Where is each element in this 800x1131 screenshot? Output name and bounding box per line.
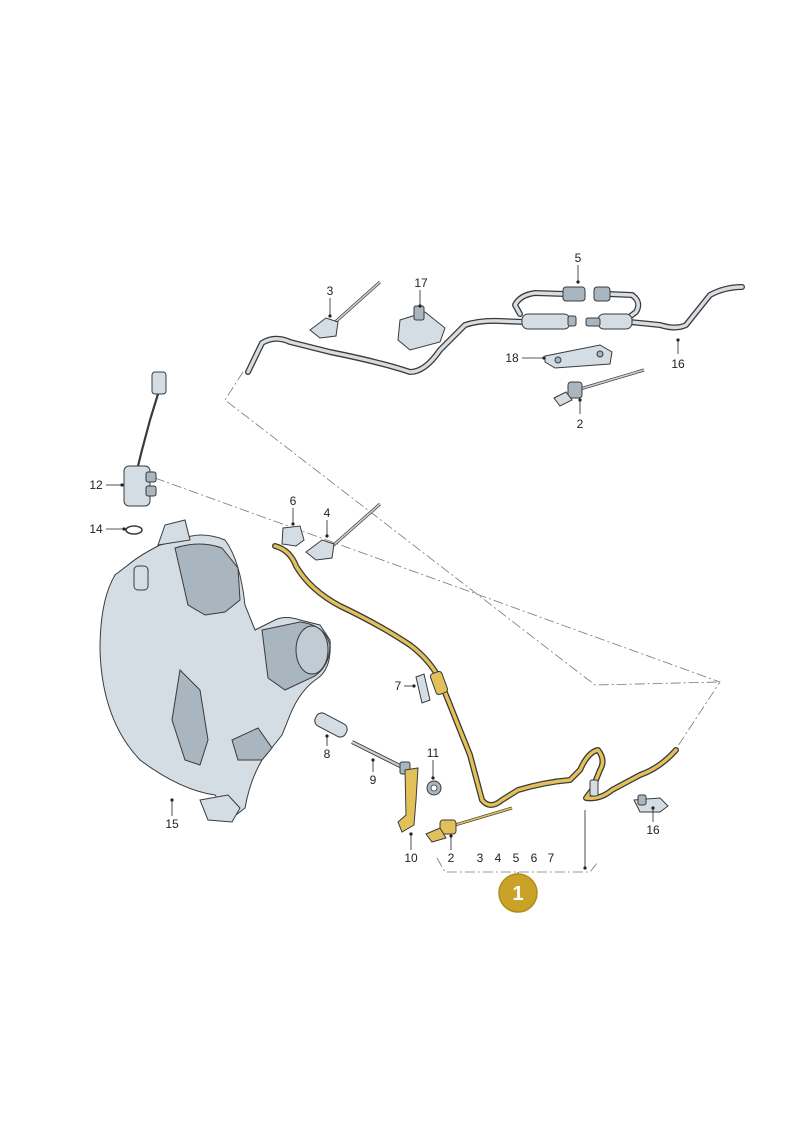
callout-18: 18 <box>505 351 519 365</box>
callout-15: 15 <box>165 817 179 831</box>
callout-2-top: 2 <box>577 417 584 431</box>
clip-6 <box>281 525 305 547</box>
callout-7: 7 <box>395 679 402 693</box>
callout-9: 9 <box>370 773 377 787</box>
callout-16-top: 16 <box>671 357 685 371</box>
callout-3-top: 3 <box>327 284 334 298</box>
bracket-17 <box>397 305 446 351</box>
clip-7 <box>415 673 431 704</box>
sleeve-8 <box>314 712 348 738</box>
catalytic-converter-15 <box>99 519 331 823</box>
callout-6-bottom: 6 <box>531 851 538 865</box>
callout-3-bottom: 3 <box>477 851 484 865</box>
seal-ring-14 <box>125 525 143 535</box>
callout-16-bottom: 16 <box>646 823 660 837</box>
bracket-16-lower <box>633 794 669 813</box>
clamp-bolt-3 <box>309 280 381 339</box>
callout-2-bottom: 2 <box>448 851 455 865</box>
highlighted-pipe-assembly <box>272 543 679 808</box>
connection-lines <box>154 371 721 873</box>
callout-4-bottom: 4 <box>495 851 502 865</box>
callout-5-bottom: 5 <box>513 851 520 865</box>
callout-7-bottom: 7 <box>548 851 555 865</box>
clamp-bolt-2-lower <box>425 806 513 843</box>
callout-labels: 3 17 5 18 16 2 12 14 6 4 7 8 9 11 15 10 … <box>89 251 685 865</box>
sensor-12 <box>123 371 167 507</box>
bracket-10 <box>397 767 419 833</box>
callout-5-top: 5 <box>575 251 582 265</box>
callout-10: 10 <box>404 851 418 865</box>
badge-label: 1 <box>512 883 523 905</box>
callout-8: 8 <box>324 747 331 761</box>
clamp-bolt-2-upper <box>553 368 645 407</box>
bolt-9 <box>351 740 411 775</box>
callout-6: 6 <box>290 494 297 508</box>
callout-14: 14 <box>89 522 103 536</box>
upper-pipe-assembly <box>245 284 745 375</box>
callout-12: 12 <box>89 478 103 492</box>
callout-4: 4 <box>324 506 331 520</box>
clamp-bolt-4 <box>305 502 381 561</box>
callout-11: 11 <box>427 746 440 760</box>
callout-17: 17 <box>414 276 428 290</box>
bracket-18 <box>544 344 613 369</box>
part-number-badge[interactable]: 1 <box>498 873 538 913</box>
badge-circle <box>498 873 538 913</box>
nut-11 <box>426 780 442 796</box>
